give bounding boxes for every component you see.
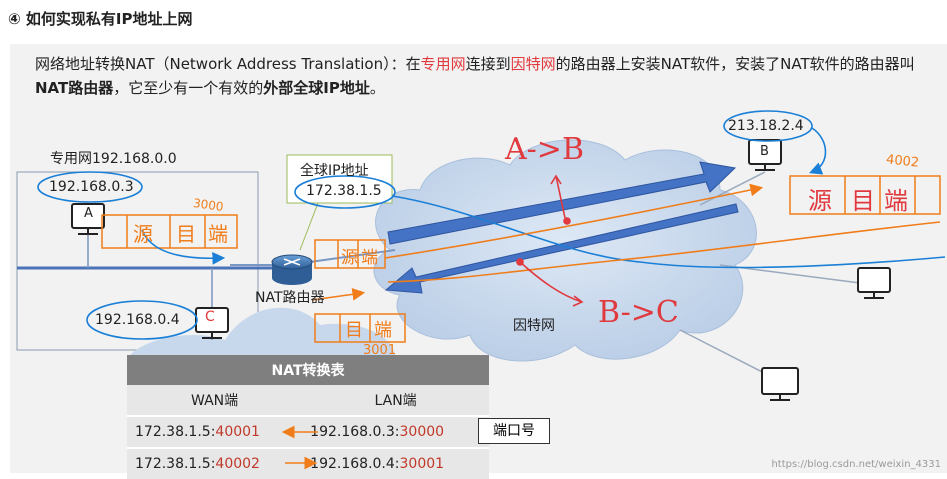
host-c-letter: C [205,309,215,325]
intro-text-4: ，它至少有一个有效的 [113,79,264,97]
packet-return [314,313,406,343]
packet-return-port: 端 [374,320,392,341]
hand-blue-annotations [37,110,946,340]
host-b-ip-label: 213.18.2.4 [728,118,804,134]
table-row: 172.38.1.5:40001 192.168.0.3:30000 [127,415,489,448]
packet-router-src: 源 [341,248,358,268]
packet-a-port: 端 [208,222,228,246]
intro-text-5: 。 [369,79,385,97]
private-cloud [130,307,395,355]
host-b-letter: B [760,144,769,159]
table-cell-wan: 172.38.1.5:40002 [127,447,303,479]
packet-at-router [314,239,386,269]
intro-paragraph: 网络地址转换NAT（Network Address Translation）：在… [35,52,940,100]
host-a-monitor [71,203,105,235]
internet-label: 因特网 [513,318,555,334]
nat-router-label: NAT路由器 [255,290,325,306]
packet-a-src: 源 [133,222,153,246]
table-cell-wan: 172.38.1.5:40001 [127,415,303,448]
host-a-letter: A [84,206,93,221]
intro-internet: 因特网 [510,55,556,73]
packet-return-dst: 目 [345,320,363,341]
nat-table-title: NAT转换表 [127,355,489,385]
wan-header: WAN端 [127,385,303,417]
packet-b-dst: 目 [851,187,875,215]
table-row: 172.38.1.5:40002 192.168.0.4:30001 [127,447,489,479]
host-c-ip-label: 192.168.0.4 [95,312,180,328]
packet-a-dst: 目 [176,222,196,246]
nat-router-icon [271,254,313,285]
nat-translation-table: NAT转换表 WAN端 LAN端 172.38.1.5:40001 192.16… [127,355,489,479]
annotation-b-to-c: B->C [598,295,679,330]
intro-global-ip: 外部全球IP地址 [263,79,370,97]
cable-router-internet [309,249,396,263]
global-ip-callout-pointer [299,202,319,251]
arrow-b-to-c [384,203,739,294]
table-cell-lan: 192.168.0.4:30001 [302,447,489,479]
port-number-callout: 端口号 [478,418,550,444]
hand-red-annotations [516,174,584,307]
host-b-monitor [748,139,782,171]
right-host-monitor-1 [857,267,891,299]
annotation-port-3001: 3001 [363,343,397,358]
packet-from-a [101,214,238,249]
packet-to-b [789,175,941,215]
host-c-monitor [195,307,229,339]
packet-router-port: 端 [361,248,378,268]
intro-text-3: 的路由器上安装NAT软件，安装了NAT软件的路由器叫 [555,55,915,73]
host-a-ip-label: 192.168.0.3 [49,179,134,195]
right-host-monitor-2 [761,367,799,401]
hand-orange-annotations [311,183,941,301]
cable-host-b [699,171,766,206]
lan-header: LAN端 [302,385,489,417]
annotation-a-to-b: A->B [505,132,584,167]
intro-nat-router: NAT路由器 [35,79,114,97]
watermark: https://blog.csdn.net/weixin_4331 [771,459,941,470]
intro-text-1: 网络地址转换NAT（Network Address Translation）：在 [35,55,421,73]
global-ip-value: 172.38.1.5 [306,183,382,199]
packet-b-port: 端 [884,187,908,215]
table-cell-lan: 192.168.0.3:30000 [302,415,489,448]
intro-text-2: 连接到 [465,55,511,73]
intro-private-net: 专用网 [420,55,466,73]
global-ip-title: 全球IP地址 [300,163,369,179]
packet-b-src: 源 [808,187,832,215]
page-heading: ④ 如何实现私有IP地址上网 [8,10,193,28]
private-network-label: 专用网192.168.0.0 [50,151,177,167]
